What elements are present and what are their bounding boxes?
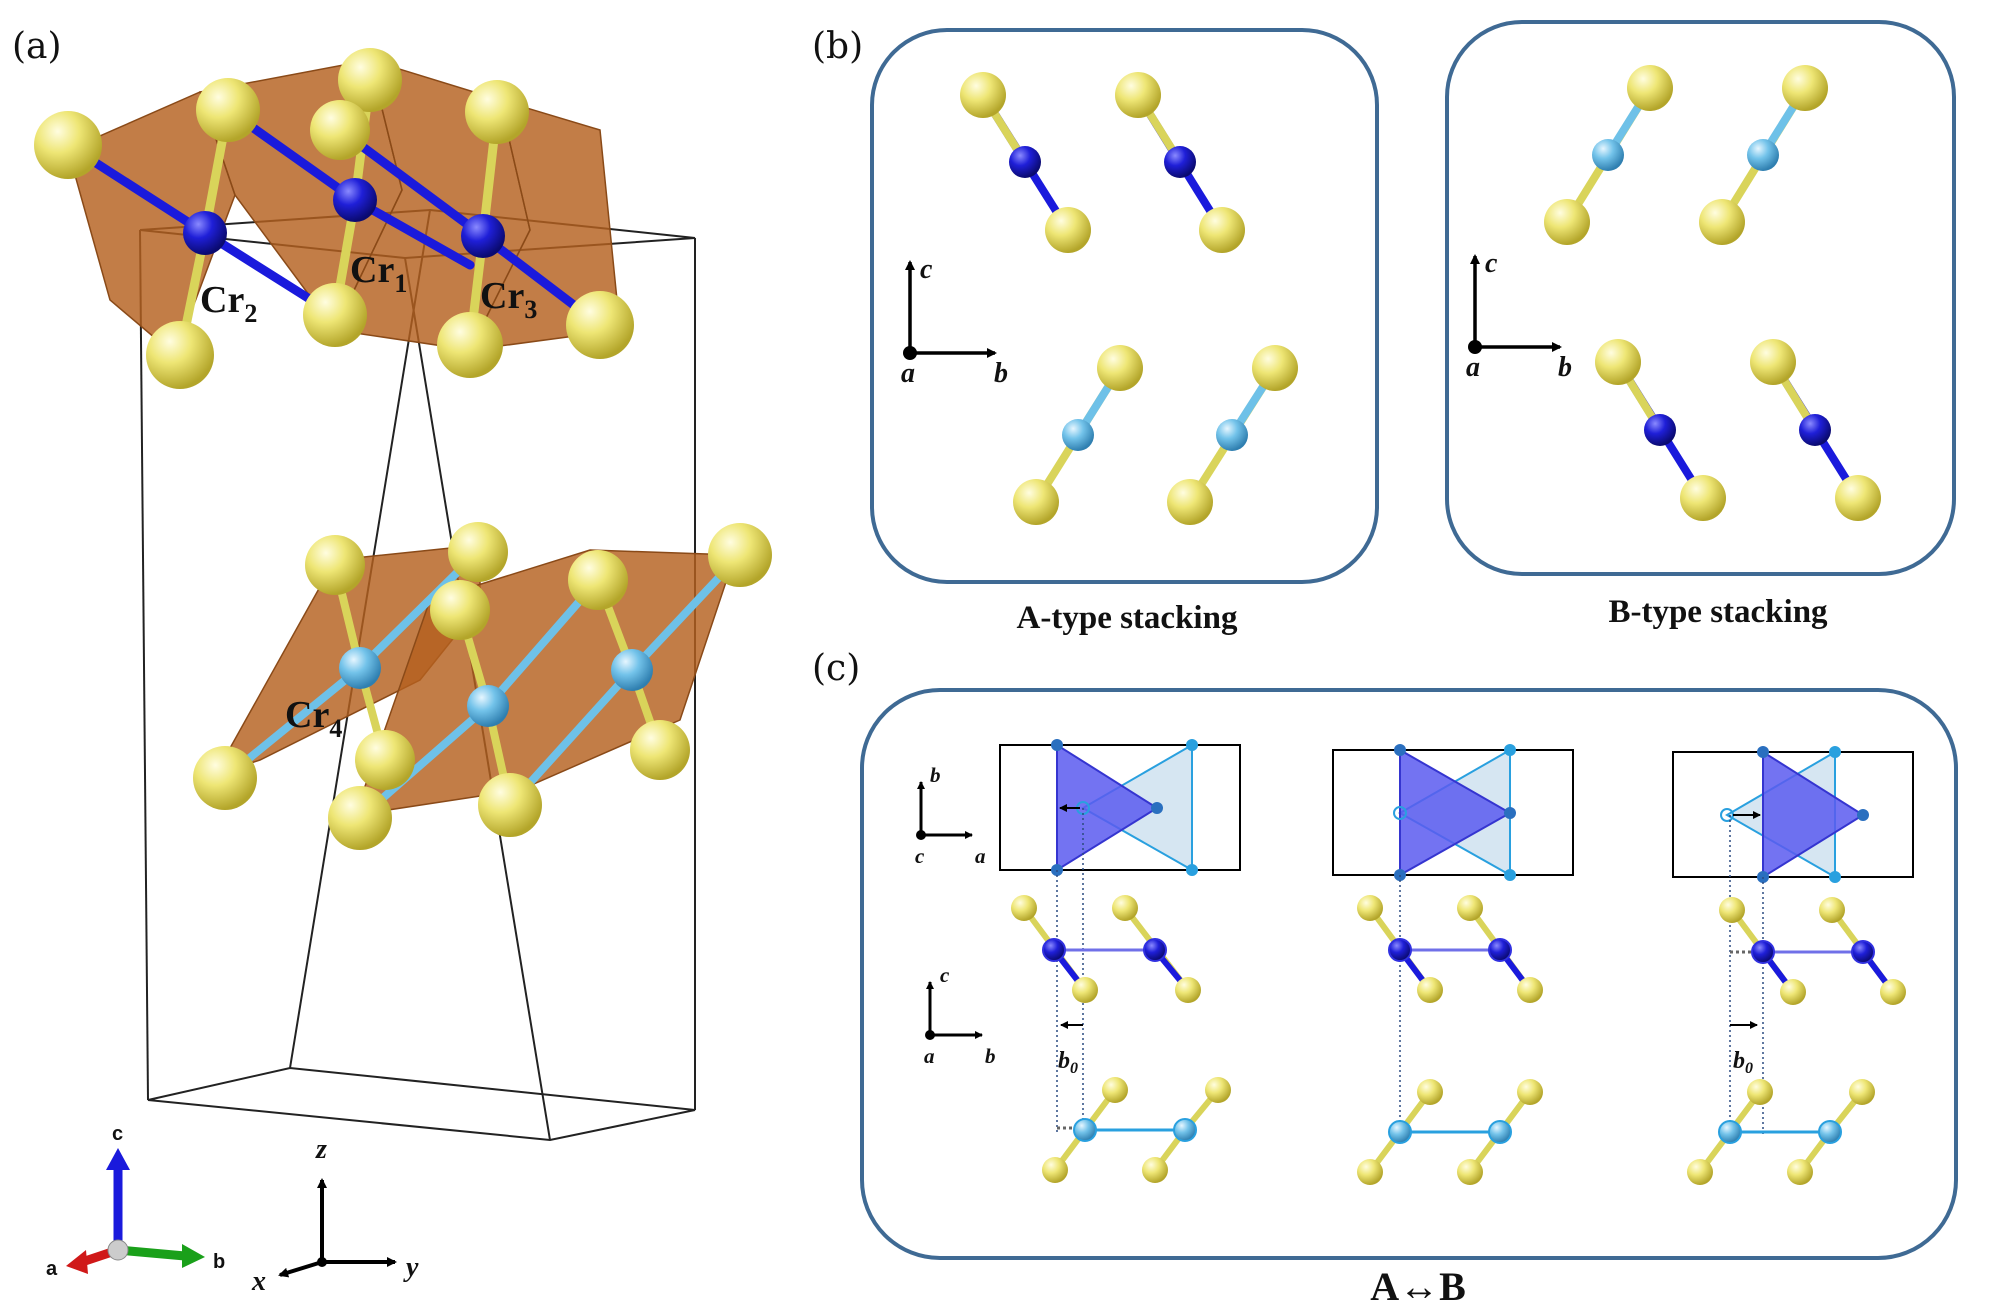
lattice-axes-icon: c b a xyxy=(46,1123,225,1280)
cr1-label: Cr1 xyxy=(350,249,407,298)
a-type-frame xyxy=(870,28,1379,584)
panel-a-label: (a) xyxy=(12,26,62,67)
svg-text:c: c xyxy=(940,963,950,987)
svg-text:c: c xyxy=(1485,248,1498,279)
c-column-1-top-view xyxy=(999,739,1241,876)
svg-text:b0: b0 xyxy=(1058,1048,1078,1077)
cr4-label: Cr4 xyxy=(285,694,342,743)
svg-text:a: a xyxy=(924,1044,935,1068)
c-column-3-top-view xyxy=(1672,746,1914,883)
c-column-1-side-view: b0 xyxy=(1011,808,1231,1183)
svg-text:b: b xyxy=(1558,352,1572,383)
svg-text:a: a xyxy=(975,844,986,868)
b-type-axes-icon: c b a xyxy=(1466,248,1572,383)
svg-text:a: a xyxy=(1466,352,1480,383)
b-type-caption: B-type stacking xyxy=(1608,594,1828,630)
c-column-2-top-view xyxy=(1332,744,1574,881)
panel-c-frame xyxy=(860,688,1958,1260)
bottom-atoms xyxy=(193,522,772,850)
svg-text:b: b xyxy=(930,763,941,787)
b-type-frame xyxy=(1445,20,1956,576)
svg-text:c: c xyxy=(112,1123,123,1145)
c-column-3-side-view: b0 xyxy=(1687,815,1906,1185)
cr2-label: Cr2 xyxy=(200,279,257,328)
panel-b-label: (b) xyxy=(812,26,863,67)
svg-text:b0: b0 xyxy=(1733,1048,1753,1077)
svg-text:x: x xyxy=(251,1266,266,1297)
a-type-axes-icon: c b a xyxy=(901,254,1008,389)
panel-b: (b) xyxy=(812,20,1956,636)
top-atoms xyxy=(34,48,634,389)
svg-text:c: c xyxy=(920,254,933,285)
c-top-axes-icon: b a c xyxy=(915,763,986,868)
c-column-2-side-view xyxy=(1357,875,1543,1185)
svg-text:a: a xyxy=(901,358,915,389)
panel-c-caption: A↔B xyxy=(1370,1264,1466,1309)
panel-c-label: (c) xyxy=(812,648,860,689)
a-type-molecules xyxy=(960,72,1298,525)
c-side-axes-icon: c b a xyxy=(924,963,996,1068)
svg-text:b: b xyxy=(985,1044,996,1068)
svg-text:a: a xyxy=(46,1258,58,1280)
cr3-label: Cr3 xyxy=(480,275,537,324)
cartesian-axes-icon: z y x xyxy=(251,1134,419,1297)
svg-text:z: z xyxy=(315,1134,327,1165)
svg-text:b: b xyxy=(994,358,1008,389)
b-type-molecules xyxy=(1544,65,1881,521)
a-type-caption: A-type stacking xyxy=(1017,600,1238,636)
panel-c: (c) b a c c b a xyxy=(812,648,1958,1309)
panel-a: (a) xyxy=(12,26,772,1297)
svg-text:y: y xyxy=(403,1252,419,1283)
svg-text:b: b xyxy=(213,1251,225,1273)
svg-text:c: c xyxy=(915,844,925,868)
